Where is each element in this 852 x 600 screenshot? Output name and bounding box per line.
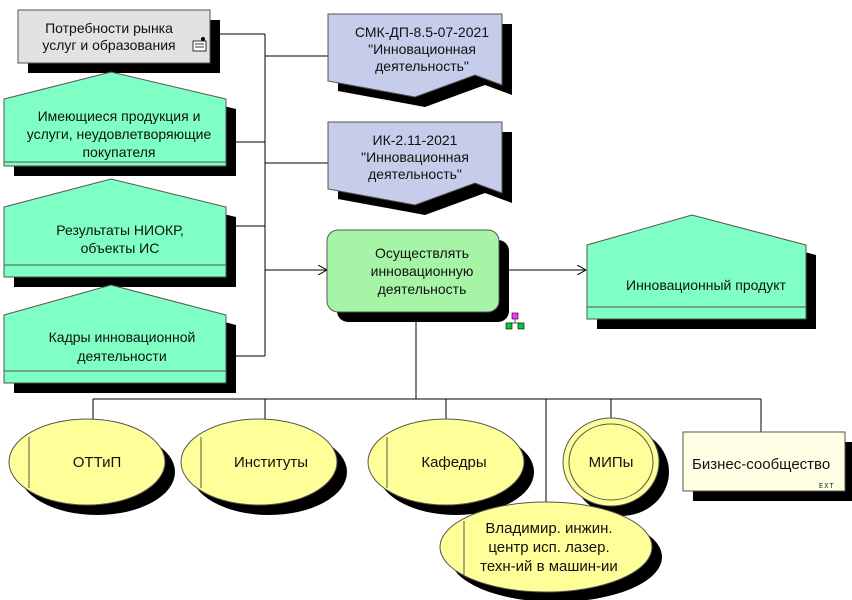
process-label: Осуществлять инновационную деятельность xyxy=(370,245,474,297)
participant-mips-label: МИПы xyxy=(588,453,634,471)
output-shape[interactable] xyxy=(586,214,811,324)
document-ik-label: ИК-2.11-2021 "Инновационная деятельность… xyxy=(361,131,469,182)
connectors xyxy=(92,33,762,512)
input-staff-shape[interactable] xyxy=(3,284,231,388)
participant-ottip-label: ОТТиП xyxy=(72,453,122,471)
participant-departments-shape[interactable] xyxy=(367,418,529,510)
participant-institutes-shape[interactable] xyxy=(180,418,342,510)
note-icon xyxy=(192,37,207,52)
input-market-needs-shape[interactable] xyxy=(17,9,215,68)
input-staff-label: Кадры инновационной деятельности xyxy=(48,329,196,364)
output-label: Инновационный продукт xyxy=(626,276,786,293)
input-existing-products-label: Имеющиеся продукция и услуги, неудовлетв… xyxy=(26,108,212,160)
input-existing-products-shape[interactable] xyxy=(3,71,231,171)
document-ik-shape[interactable] xyxy=(327,121,507,210)
participant-business-label: Бизнес-сообщество xyxy=(692,455,831,473)
participant-business-shape[interactable] xyxy=(682,431,850,496)
participant-departments-label: Кафедры xyxy=(421,453,487,471)
input-rd-results-shape[interactable] xyxy=(3,178,231,282)
process-shape[interactable] xyxy=(326,229,504,317)
decomposition-icon xyxy=(505,312,525,330)
document-smk-label: СМК-ДП-8.5-07-2021 "Инновационная деятел… xyxy=(354,23,490,74)
participant-mips-shape[interactable] xyxy=(562,417,664,511)
participant-ottip-shape[interactable] xyxy=(8,418,170,510)
input-market-needs-label: Потребности рынка услуг и образования xyxy=(42,19,176,53)
ext-tag: EXT xyxy=(819,483,835,491)
participant-vladimir-shape[interactable] xyxy=(439,501,657,597)
participant-vladimir-label: Владимир. инжин. центр исп. лазер. техн-… xyxy=(480,519,618,575)
input-rd-results-label: Результаты НИОКР, объекты ИС xyxy=(56,222,184,256)
participant-institutes-label: Институты xyxy=(233,453,308,471)
document-smk-shape[interactable] xyxy=(327,13,507,102)
